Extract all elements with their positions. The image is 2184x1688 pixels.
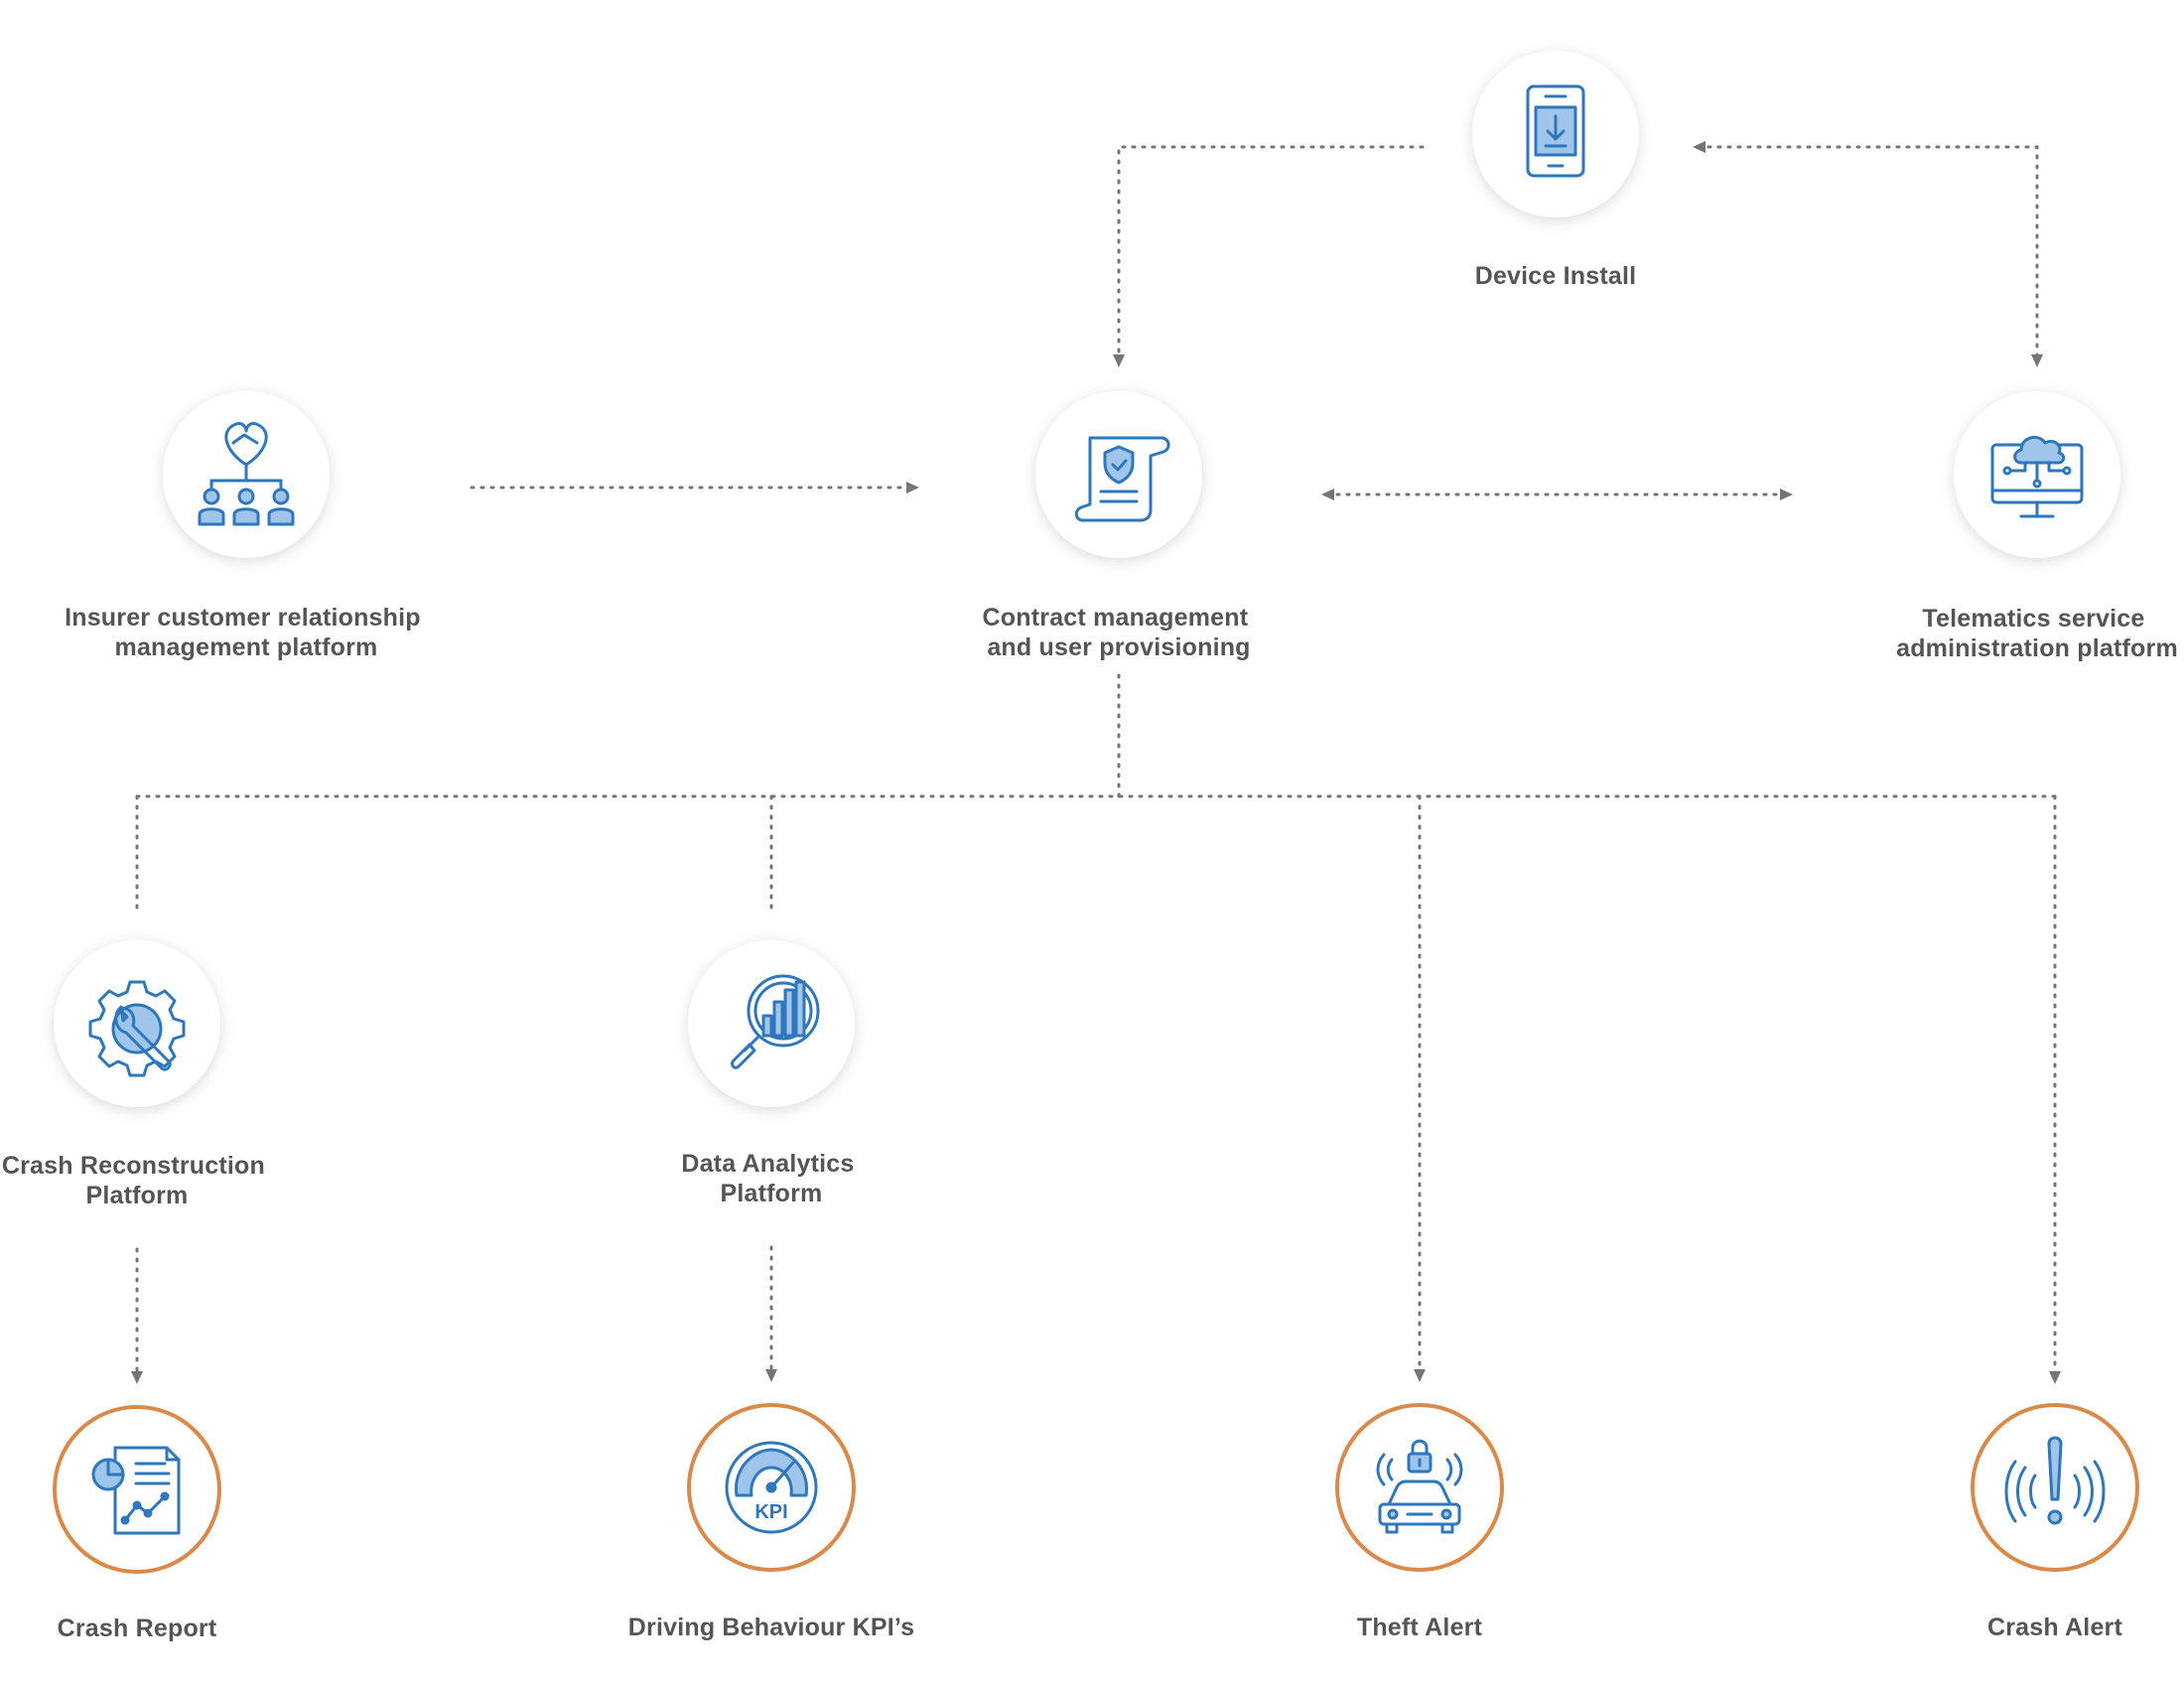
connector-layer [131,141,2061,1384]
contract-shield-icon [1074,436,1170,522]
car-lock-alert-icon [1376,1439,1463,1534]
node-insurer-crm-label: Insurer customer relationship management… [65,604,428,661]
connector-device-telematics-bidirectional [1693,141,2043,367]
analytics-magnifier-icon [731,974,820,1069]
cloud-monitor-icon [1990,435,2084,518]
node-insurer-crm: Insurer customer relationship management… [65,391,428,661]
node-theft-alert-ring [1335,1403,1504,1572]
exclamation-signal-icon [2004,1436,2106,1525]
node-crash-alert: Crash Alert [1971,1403,2139,1641]
tablet-download-icon [1526,84,1585,178]
node-telematics-admin-label: Telematics service administration platfo… [1896,605,2178,662]
node-crash-reconstruction: Crash Reconstruction Platform [2,940,272,1209]
node-theft-alert: Theft Alert [1335,1403,1504,1641]
handshake-team-icon [198,422,295,526]
node-crash-report: Crash Report [53,1405,221,1642]
node-device-install: Device Install [1472,51,1639,290]
connector-device-to-contract [1113,145,1425,367]
node-theft-alert-label: Theft Alert [1357,1614,1483,1641]
node-device-install-label: Device Install [1475,262,1637,290]
kpi-gauge-icon-text: KPI [754,1501,787,1523]
node-driving-kpis-label: Driving Behaviour KPI’s [628,1614,914,1641]
node-crash-alert-label: Crash Alert [1987,1614,2123,1641]
node-driving-kpis: KPI Driving Behaviour KPI’s [628,1403,914,1641]
node-data-analytics: Data Analytics Platform [681,940,861,1207]
node-contract-management-label: Contract management and user provisionin… [983,604,1256,661]
node-crash-report-ring [53,1405,221,1574]
node-crash-reconstruction-label: Crash Reconstruction Platform [2,1152,272,1209]
gear-wrench-icon [88,980,186,1077]
report-chart-icon [91,1446,181,1535]
node-telematics-admin: Telematics service administration platfo… [1896,391,2178,662]
node-contract-management: Contract management and user provisionin… [983,391,1256,661]
kpi-gauge-icon: KPI [725,1441,818,1534]
node-data-analytics-label: Data Analytics Platform [681,1150,861,1207]
node-crash-report-label: Crash Report [58,1615,217,1642]
